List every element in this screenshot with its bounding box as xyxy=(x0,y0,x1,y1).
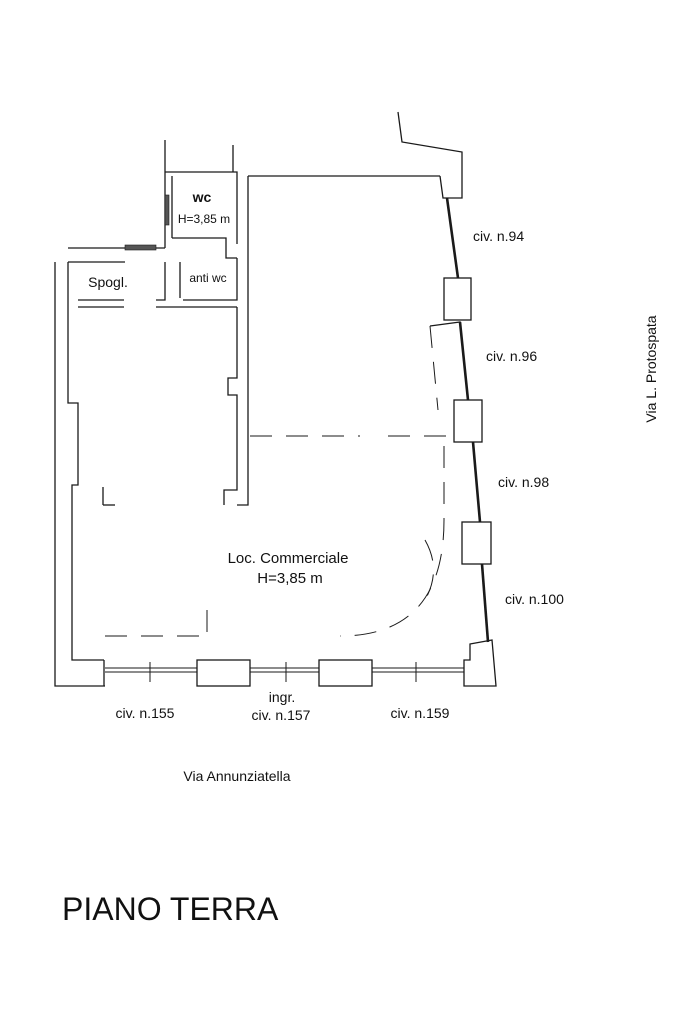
window-top-left xyxy=(124,244,157,251)
pillar-right-1 xyxy=(443,277,472,321)
wc-top-wall xyxy=(165,171,238,244)
dash-vertical-left xyxy=(429,325,439,411)
civic-155: civ. n.155 xyxy=(116,705,175,721)
pillar-bottom-2 xyxy=(318,659,373,687)
pillar-right-2-outline xyxy=(429,321,461,327)
room-label-anti-wc: anti wc xyxy=(189,271,226,285)
dash-door-arc xyxy=(424,539,434,601)
window-right-4 xyxy=(480,563,490,643)
window-right-1 xyxy=(445,197,460,279)
partition-wall-right xyxy=(237,176,249,506)
room-label-wc: wc xyxy=(192,189,212,205)
pillar-right-3 xyxy=(453,399,483,443)
pillar-right-4 xyxy=(461,521,492,565)
pillar-bottom-1 xyxy=(196,659,251,687)
antiwc-left-wall xyxy=(156,262,166,301)
window-right-2 xyxy=(458,321,470,401)
floor-title: PIANO TERRA xyxy=(62,891,279,927)
civic-94: civ. n.94 xyxy=(473,228,524,244)
left-inner-wall xyxy=(67,262,104,661)
dashed-lines xyxy=(105,325,454,637)
window-wc xyxy=(164,194,170,226)
street-bottom-label: Via Annunziatella xyxy=(183,768,290,784)
walls xyxy=(54,111,497,687)
window-right-3 xyxy=(471,441,482,523)
wc-bottom-wall xyxy=(172,237,237,259)
room-label-locale: Loc. Commerciale xyxy=(228,550,349,567)
dash-arc xyxy=(339,446,445,637)
windows xyxy=(105,194,490,682)
entrance-label: ingr. xyxy=(269,689,295,705)
street-right-label: Via L. Protospata xyxy=(643,315,659,422)
labels: wc H=3,85 m Spogl. anti wc Loc. Commerci… xyxy=(62,189,659,927)
corner-pillar xyxy=(463,639,497,687)
left-outer-wall xyxy=(54,262,105,687)
room-label-wc-height: H=3,85 m xyxy=(178,212,230,226)
civic-96: civ. n.96 xyxy=(486,348,537,364)
civic-98: civ. n.98 xyxy=(498,474,549,490)
partition-wall-left xyxy=(223,307,238,505)
civic-159: civ. n.159 xyxy=(391,705,450,721)
room-label-spogliatoio: Spogl. xyxy=(88,274,128,290)
right-top-wall xyxy=(397,111,463,199)
civic-100: civ. n.100 xyxy=(505,591,564,607)
antiwc-right-wall xyxy=(183,258,238,301)
civic-157: civ. n.157 xyxy=(252,707,311,723)
room-label-locale-height: H=3,85 m xyxy=(257,570,322,587)
